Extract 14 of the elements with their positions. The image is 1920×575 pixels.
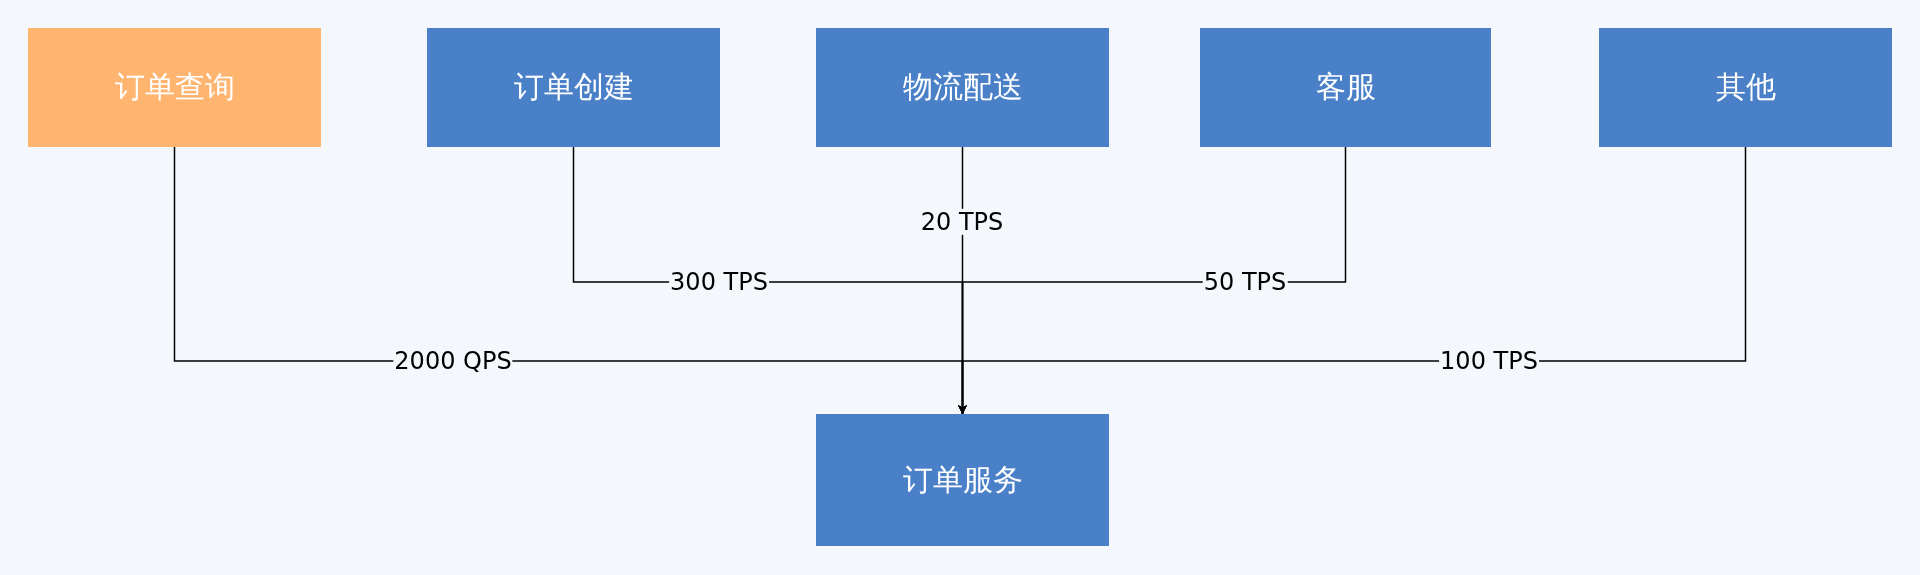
- box-label: 订单查询: [114, 68, 235, 106]
- process-box: [28, 28, 321, 147]
- arrow: [958, 146, 1747, 415]
- box-label: 其他: [1715, 68, 1776, 106]
- process-box: [816, 28, 1109, 147]
- box-label: 订单服务: [902, 460, 1023, 499]
- process-box: [816, 414, 1109, 546]
- process-box: [1200, 28, 1491, 147]
- process-box: [1599, 28, 1892, 147]
- process-box: [427, 28, 720, 147]
- box-label: 物流配送: [902, 68, 1023, 106]
- box-label: 客服: [1315, 68, 1376, 106]
- edge-label: 20 TPS: [919, 208, 1005, 236]
- box-label: 订单创建: [513, 68, 634, 106]
